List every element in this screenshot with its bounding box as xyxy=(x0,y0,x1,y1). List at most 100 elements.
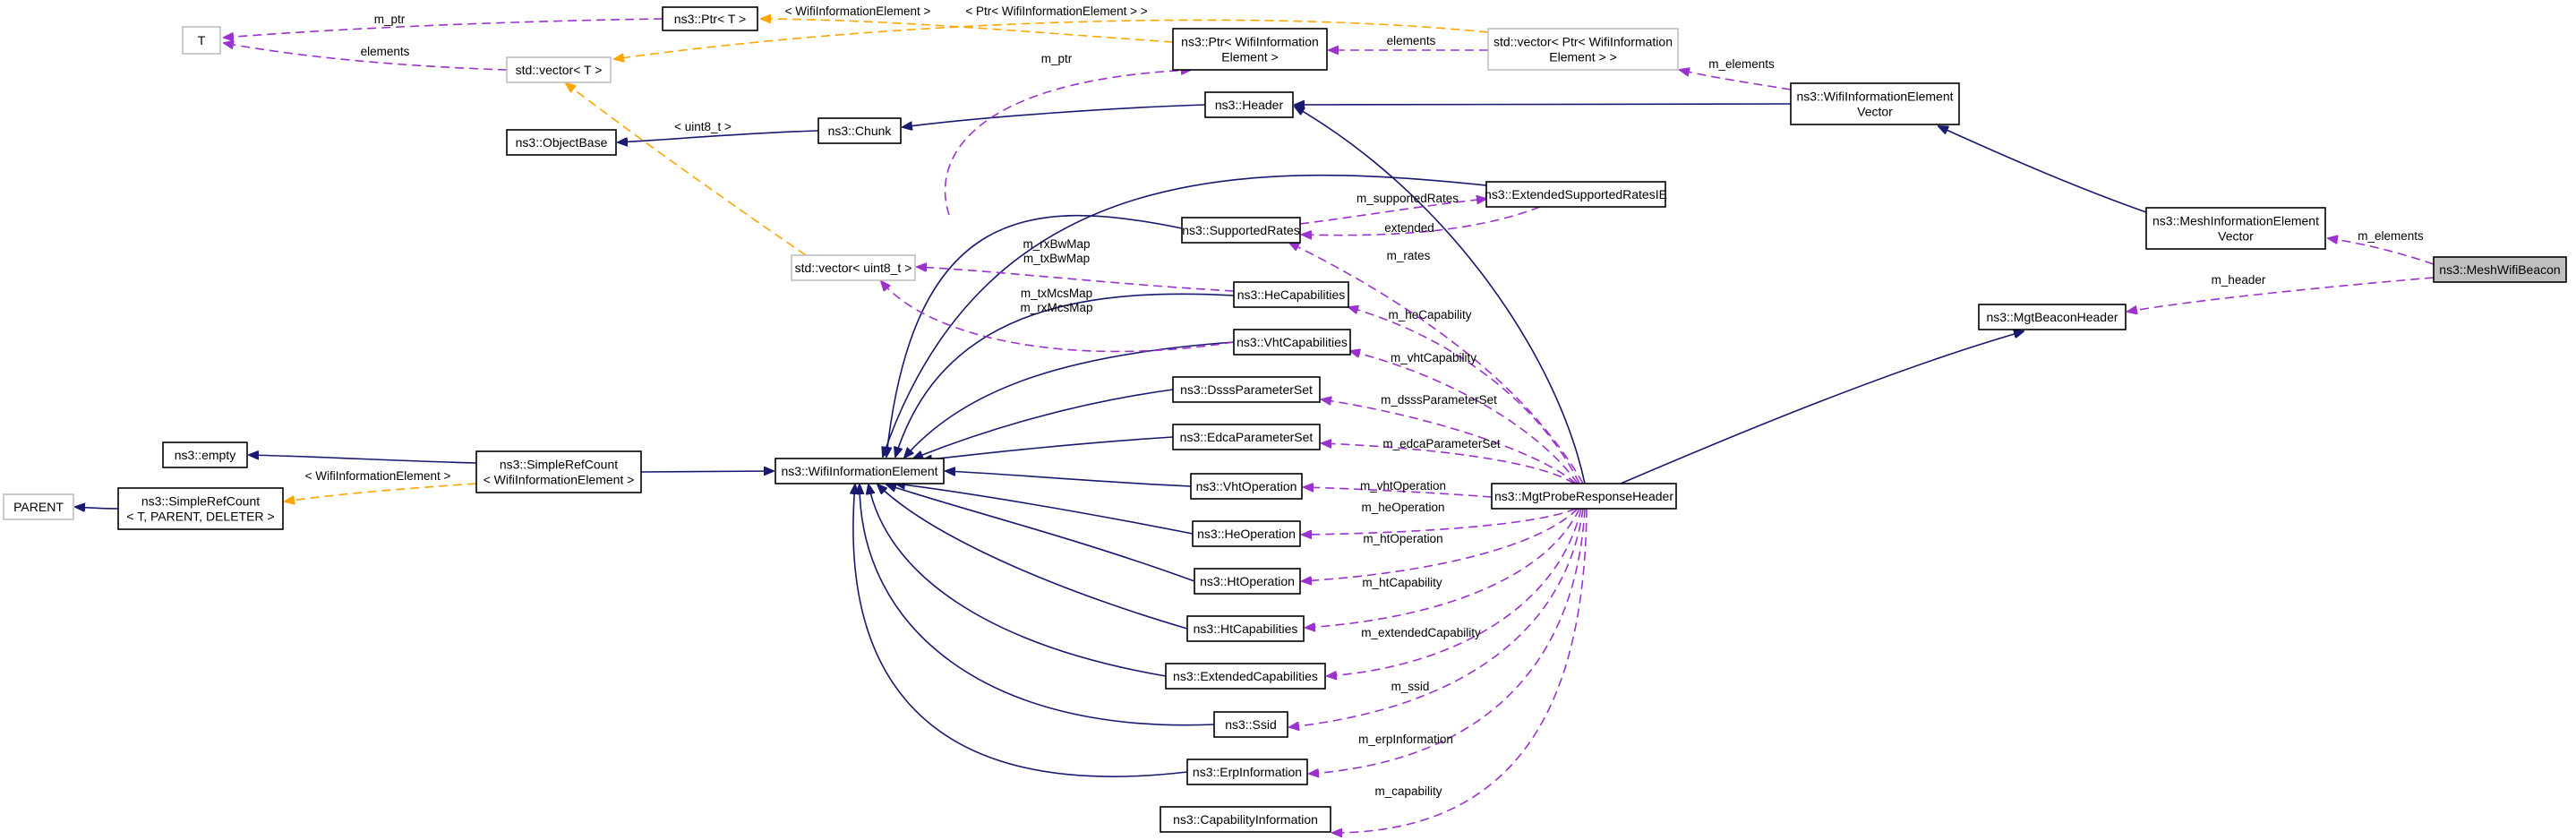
edge-mesh-beacon-to-mgt-beacon xyxy=(2127,277,2435,312)
class-node-ext-rates[interactable]: ns3::ExtendedSupportedRatesIE xyxy=(1485,181,1667,208)
class-node-empty[interactable]: ns3::empty xyxy=(162,441,248,468)
edge-supp-rates-to-wie xyxy=(886,214,1183,457)
class-box xyxy=(662,6,758,31)
class-box xyxy=(1204,91,1294,118)
class-node-header[interactable]: ns3::Header xyxy=(1204,91,1294,118)
class-box xyxy=(775,458,945,484)
edge-label-e4: < Ptr< WifiInformationElement > > xyxy=(965,4,1147,18)
class-box xyxy=(1186,615,1305,642)
edge-label-e40: m_vhtCapability xyxy=(1391,351,1476,364)
edge-he-cap-to-vec-u8 xyxy=(917,267,1235,292)
class-node-vht-cap[interactable]: ns3::VhtCapabilities xyxy=(1233,329,1351,356)
class-name-line: ns3::VhtOperation xyxy=(1196,479,1297,493)
edge-label-e48: m_ssid xyxy=(1391,680,1430,693)
class-node-simple-ref-wie[interactable]: ns3::SimpleRefCount< WifiInformationElem… xyxy=(475,450,642,493)
class-name-line: ns3::Header xyxy=(1215,98,1284,112)
class-node-cap-info[interactable]: ns3::CapabilityInformation xyxy=(1160,806,1331,833)
class-node-wie[interactable]: ns3::WifiInformationElement xyxy=(775,458,945,484)
edge-ht-op-to-wie xyxy=(886,484,1195,582)
class-node-he-cap[interactable]: ns3::HeCapabilities xyxy=(1233,281,1349,308)
class-name-line: ns3::EdcaParameterSet xyxy=(1180,430,1314,444)
edge-mesh-iev-to-wie-vector xyxy=(1938,126,2147,213)
class-node-mgt-beacon[interactable]: ns3::MgtBeaconHeader xyxy=(1978,304,2127,330)
class-node-supp-rates[interactable]: ns3::SupportedRates xyxy=(1181,217,1301,244)
class-node-mesh-beacon[interactable]: ns3::MeshWifiBeacon xyxy=(2433,256,2567,283)
edge-simple-ref-wie-to-simple-ref-t xyxy=(285,483,477,501)
class-node-he-op[interactable]: ns3::HeOperation xyxy=(1192,520,1301,547)
class-box xyxy=(1186,759,1308,785)
edge-ptr-wie-to-ptr-t xyxy=(761,19,1174,43)
edge-label-e42: m_edcaParameterSet xyxy=(1382,437,1501,450)
edge-label-e5: elements xyxy=(1387,34,1436,47)
edge-empty-to-simple-ref-wie xyxy=(249,455,477,464)
class-box xyxy=(1172,28,1328,71)
edge-label-e39: m_heCapability xyxy=(1388,308,1471,321)
class-node-vec-t[interactable]: std::vector< T > xyxy=(506,56,612,83)
class-name-line: ns3::ExtendedCapabilities xyxy=(1173,669,1318,683)
class-node-object-base[interactable]: ns3::ObjectBase xyxy=(506,129,617,156)
edge-probe-resp-to-edca xyxy=(1322,443,1575,484)
edge-label-e10: m_elements xyxy=(1708,57,1775,71)
class-node-t[interactable]: T xyxy=(182,26,221,55)
edge-wie-vector-to-vec-ptr xyxy=(1680,70,1792,90)
edge-label-e47: m_extendedCapability xyxy=(1361,626,1481,639)
edge-edca-to-wie xyxy=(922,436,1174,460)
class-box xyxy=(182,26,221,55)
class-name-line: ns3::ExtendedSupportedRatesIE xyxy=(1485,187,1667,201)
class-name-line: < WifiInformationElement > xyxy=(484,473,635,487)
class-node-parent[interactable]: PARENT xyxy=(3,493,74,520)
edge-vec-u8-to-vec-t xyxy=(566,83,807,256)
class-name-line: < T, PARENT, DELETER > xyxy=(126,510,274,524)
class-name-line: ns3::CapabilityInformation xyxy=(1173,812,1318,827)
class-node-vec-u8[interactable]: std::vector< uint8_t > xyxy=(791,254,916,281)
class-node-ht-cap[interactable]: ns3::HtCapabilities xyxy=(1186,615,1305,642)
edge-probe-resp-to-dsss xyxy=(1322,399,1577,484)
class-name-line: ns3::MgtProbeResponseHeader xyxy=(1494,489,1673,503)
class-box xyxy=(2433,256,2567,283)
class-node-dsss[interactable]: ns3::DsssParameterSet xyxy=(1172,376,1321,403)
class-name-line: Vector xyxy=(2218,229,2254,244)
edge-label-e46: m_htCapability xyxy=(1362,576,1442,589)
class-name-line: ns3::DsssParameterSet xyxy=(1180,382,1313,397)
class-name-line: Element > xyxy=(1221,50,1278,64)
class-node-simple-ref-t[interactable]: ns3::SimpleRefCount< T, PARENT, DELETER … xyxy=(117,487,284,530)
class-node-vec-ptr[interactable]: std::vector< Ptr< WifiInformationElement… xyxy=(1487,28,1679,71)
edge-ht-cap-to-wie xyxy=(877,484,1188,630)
edge-vht-cap-to-vec-u8 xyxy=(881,281,1235,353)
edge-probe-resp-to-vht-cap xyxy=(1350,351,1579,484)
edge-label-e44: m_heOperation xyxy=(1361,501,1444,514)
edge-label-e2: elements xyxy=(361,45,410,58)
class-name-line: ns3::SimpleRefCount xyxy=(141,494,260,509)
class-box xyxy=(475,450,642,493)
class-node-probe-resp[interactable]: ns3::MgtProbeResponseHeader xyxy=(1491,483,1677,510)
edge-ext-rates-to-wie xyxy=(883,174,1487,457)
class-node-ptr-wie[interactable]: ns3::Ptr< WifiInformationElement > xyxy=(1172,28,1328,71)
class-node-chunk[interactable]: ns3::Chunk xyxy=(817,117,902,144)
class-node-ext-cap[interactable]: ns3::ExtendedCapabilities xyxy=(1165,663,1326,690)
class-box xyxy=(117,487,284,530)
class-name-line: Vector xyxy=(1857,105,1893,119)
class-node-vht-op[interactable]: ns3::VhtOperation xyxy=(1190,473,1303,500)
class-box xyxy=(1233,329,1351,356)
class-node-ssid[interactable]: ns3::Ssid xyxy=(1213,711,1288,738)
class-name-line: ns3::SupportedRates xyxy=(1182,223,1300,237)
class-name-line: ns3::Ptr< T > xyxy=(674,12,746,26)
class-node-edca[interactable]: ns3::EdcaParameterSet xyxy=(1172,424,1321,450)
class-node-ht-op[interactable]: ns3::HtOperation xyxy=(1194,568,1301,595)
class-box xyxy=(791,254,916,281)
class-box xyxy=(506,56,612,83)
edge-label-e41: m_dsssParameterSet xyxy=(1381,393,1497,407)
class-name-line: T xyxy=(198,33,206,47)
class-name-line: ns3::HtCapabilities xyxy=(1194,621,1298,636)
class-node-erp[interactable]: ns3::ErpInformation xyxy=(1186,759,1308,785)
class-box xyxy=(1160,806,1331,833)
class-box xyxy=(1181,217,1301,244)
edge-ext-cap-to-wie xyxy=(869,484,1167,677)
class-node-ptr-t[interactable]: ns3::Ptr< T > xyxy=(662,6,758,31)
edge-erp-to-wie xyxy=(853,484,1188,777)
